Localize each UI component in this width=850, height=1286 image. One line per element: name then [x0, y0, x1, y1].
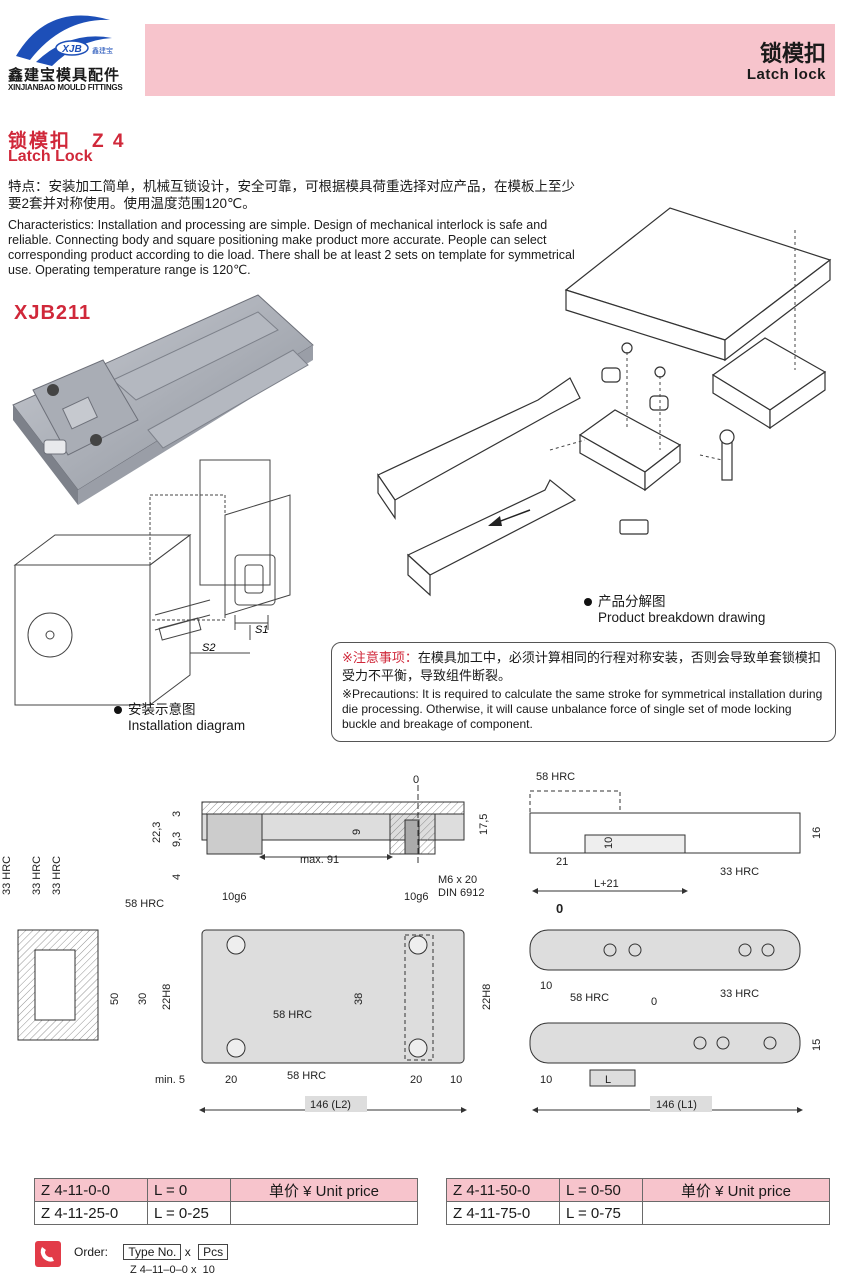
svg-text:L: L: [605, 1074, 611, 1086]
svg-text:10: 10: [603, 837, 615, 849]
svg-text:S1: S1: [255, 624, 268, 636]
spec-table-right: Z 4-11-50-0 L = 0-50 单价 ¥ Unit price Z 4…: [446, 1178, 830, 1225]
svg-text:146 (L2): 146 (L2): [310, 1099, 351, 1111]
svg-text:10: 10: [540, 980, 552, 992]
breakdown-caption: 产品分解图 Product breakdown drawing: [584, 590, 765, 625]
svg-text:22H8: 22H8: [481, 984, 493, 1010]
svg-text:22H8: 22H8: [161, 984, 173, 1010]
svg-text:58 HRC: 58 HRC: [570, 992, 609, 1004]
svg-text:33 HRC: 33 HRC: [51, 856, 63, 895]
svg-text:22,3: 22,3: [151, 822, 163, 843]
svg-text:DIN 6912: DIN 6912: [438, 887, 484, 899]
svg-text:20: 20: [225, 1074, 237, 1086]
model-number: XJB211: [14, 302, 92, 324]
svg-text:10g6: 10g6: [222, 891, 246, 903]
svg-text:20: 20: [410, 1074, 422, 1086]
order-line: Order: Type No. x Pcs: [74, 1244, 229, 1260]
precaution-lead: ※注意事项：: [342, 650, 418, 665]
svg-text:58 HRC: 58 HRC: [536, 771, 575, 783]
installation-diagram: S1 S2: [13, 459, 291, 706]
svg-text:0: 0: [413, 774, 419, 786]
logo-company-cn: 鑫建宝模具配件: [8, 67, 121, 84]
brand-logo: XJB 鑫建宝: [8, 8, 138, 98]
page-title-cn: 锁模扣: [759, 41, 826, 66]
table-row: Z 4-11-0-0 L = 0 单价 ¥ Unit price: [34, 1178, 418, 1202]
svg-text:L+21: L+21: [594, 878, 619, 890]
svg-text:21: 21: [556, 856, 568, 868]
svg-text:16: 16: [811, 827, 823, 839]
svg-text:17,5: 17,5: [478, 814, 490, 835]
svg-text:10: 10: [540, 1074, 552, 1086]
install-caption: 安装示意图 Installation diagram: [114, 698, 245, 733]
technical-drawing: max. 91 0 22,3 3 9,3 4 17,5 9 M6 x 20 DI…: [1, 771, 823, 1113]
svg-text:146 (L1): 146 (L1): [656, 1099, 697, 1111]
precaution-text-en: ※Precautions: It is required to calculat…: [342, 687, 823, 731]
svg-text:鑫建宝: 鑫建宝: [92, 46, 113, 55]
svg-text:9: 9: [351, 829, 363, 835]
svg-text:33 HRC: 33 HRC: [1, 856, 13, 895]
bullet-icon: [584, 598, 592, 607]
svg-text:M6 x 20: M6 x 20: [438, 874, 477, 886]
svg-text:33 HRC: 33 HRC: [720, 866, 759, 878]
product-photo: [12, 294, 314, 505]
product-title-en: Latch Lock: [8, 148, 93, 165]
order-example: Z 4–11–0–0 x 10: [130, 1264, 215, 1276]
features-en: Characteristics: Installation and proces…: [8, 218, 575, 277]
svg-text:min. 5: min. 5: [155, 1074, 185, 1086]
svg-text:S2: S2: [202, 642, 215, 654]
phone-icon: [35, 1241, 61, 1267]
svg-text:50: 50: [109, 993, 121, 1005]
svg-text:58 HRC: 58 HRC: [273, 1009, 312, 1021]
svg-text:15: 15: [811, 1039, 823, 1051]
svg-text:9,3: 9,3: [171, 832, 183, 847]
svg-text:58 HRC: 58 HRC: [287, 1070, 326, 1082]
spec-table-left: Z 4-11-0-0 L = 0 单价 ¥ Unit price Z 4-11-…: [34, 1178, 418, 1225]
svg-text:XJB: XJB: [61, 44, 81, 55]
breakdown-drawing: [377, 207, 832, 597]
svg-text:33 HRC: 33 HRC: [31, 856, 43, 895]
svg-text:max. 91: max. 91: [300, 854, 339, 866]
precautions-box: ※注意事项：在模具加工中，必须计算相同的行程对称安装，否则会导致单套锁模扣受力不…: [331, 642, 836, 742]
logo-company-en: XINJIANBAO MOULD FITTINGS: [8, 83, 123, 92]
svg-text:33 HRC: 33 HRC: [720, 988, 759, 1000]
svg-text:10: 10: [450, 1074, 462, 1086]
table-row: Z 4-11-50-0 L = 0-50 单价 ¥ Unit price: [446, 1178, 830, 1202]
features-cn: 特点：安装加工简单，机械互锁设计，安全可靠，可根据模具荷重选择对应产品，在模板上…: [8, 179, 575, 211]
page-title-en: Latch lock: [746, 66, 826, 83]
svg-text:30: 30: [137, 993, 149, 1005]
svg-text:3: 3: [171, 811, 183, 817]
svg-text:4: 4: [171, 874, 183, 880]
svg-text:58 HRC: 58 HRC: [125, 898, 164, 910]
logo-swoosh-icon: XJB 鑫建宝: [16, 15, 113, 66]
bullet-icon: [114, 706, 122, 715]
svg-text:38: 38: [353, 993, 365, 1005]
product-title-cn: 锁模扣 Z 4: [8, 131, 126, 152]
table-row: Z 4-11-75-0 L = 0-75: [446, 1201, 830, 1225]
svg-text:0: 0: [651, 996, 657, 1008]
svg-text:0: 0: [556, 901, 563, 916]
precaution-text-cn: 在模具加工中，必须计算相同的行程对称安装，否则会导致单套锁模扣受力不平衡，导致组…: [342, 650, 821, 683]
header-banner: [145, 24, 835, 96]
table-row: Z 4-11-25-0 L = 0-25: [34, 1201, 418, 1225]
svg-text:10g6: 10g6: [404, 891, 428, 903]
